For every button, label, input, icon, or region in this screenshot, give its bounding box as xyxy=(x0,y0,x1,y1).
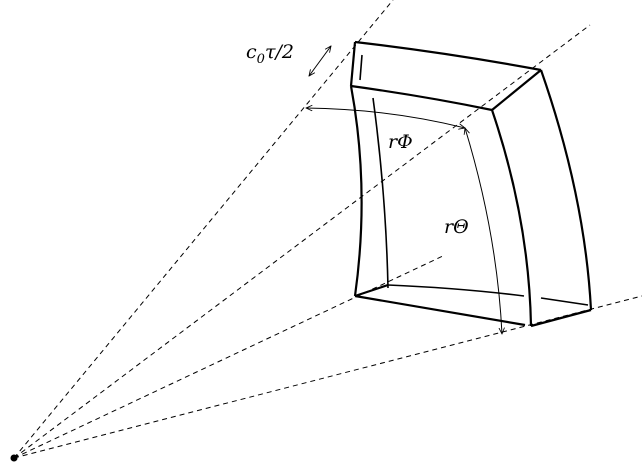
ray-lower-right xyxy=(13,295,642,459)
depth-dimension-arrow xyxy=(309,46,331,76)
bottom-left-edge xyxy=(354,283,389,298)
elevation-arc-label: rΘ xyxy=(444,216,469,238)
top-right-edge xyxy=(491,69,542,111)
top-back-edge xyxy=(354,40,542,72)
azimuth-dimension-arrow xyxy=(306,108,465,128)
pulse-depth-label: c0τ/2 xyxy=(246,41,294,67)
azimuth-arc-label: rΦ xyxy=(388,131,413,153)
top-left-edge xyxy=(349,41,357,87)
inner-edge-bottom xyxy=(387,284,525,297)
inner-edge-top xyxy=(359,54,363,81)
elevation-dimension-arrow xyxy=(465,128,502,334)
inner-edge-left xyxy=(372,97,389,289)
inner-edge-bottom-right xyxy=(540,297,589,306)
back-right-edge xyxy=(539,69,593,311)
ray-upper-left xyxy=(13,0,394,459)
front-left-edge xyxy=(349,85,363,297)
ray-lower-left xyxy=(13,254,446,459)
bottom-right-edge xyxy=(530,308,592,328)
top-front-edge xyxy=(350,84,493,112)
ray-upper-right xyxy=(13,24,591,459)
